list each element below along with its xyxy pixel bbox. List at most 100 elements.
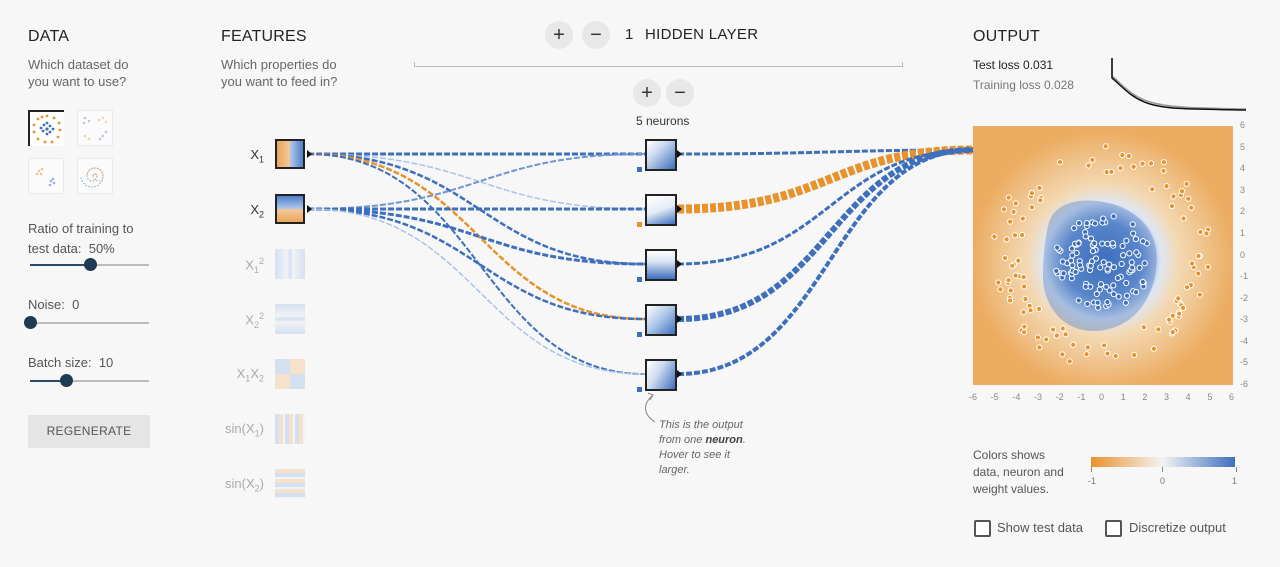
positive-point bbox=[1096, 286, 1103, 293]
feature-sin-x2[interactable] bbox=[275, 469, 305, 499]
add-layer-button[interactable]: + bbox=[545, 21, 573, 49]
negative-point bbox=[1125, 152, 1132, 160]
test-loss-value: 0.031 bbox=[1023, 58, 1054, 72]
negative-point bbox=[1085, 162, 1092, 169]
negative-point bbox=[1021, 329, 1028, 336]
link-x2-n3 bbox=[307, 207, 646, 266]
batch-slider[interactable] bbox=[30, 374, 149, 387]
neuron-1[interactable] bbox=[645, 139, 677, 171]
positive-point bbox=[1084, 300, 1091, 308]
discretize-output-label[interactable]: Discretize output bbox=[1129, 520, 1226, 535]
negative-point bbox=[1028, 204, 1035, 211]
y-tick: -4 bbox=[1240, 335, 1249, 346]
positive-point bbox=[1053, 267, 1060, 274]
y-tick: 4 bbox=[1240, 163, 1246, 174]
y-tick: -5 bbox=[1240, 357, 1249, 368]
negative-point bbox=[1108, 168, 1115, 176]
positive-point bbox=[1054, 244, 1061, 251]
neuron-2-bias[interactable] bbox=[637, 222, 642, 227]
feature-x1-label: X1 bbox=[250, 147, 264, 165]
negative-point bbox=[1197, 228, 1204, 236]
neuron-4[interactable] bbox=[645, 304, 677, 336]
positive-point bbox=[1110, 291, 1117, 298]
x-tick: 6 bbox=[1229, 392, 1235, 402]
dataset-spiral[interactable] bbox=[77, 158, 113, 194]
feature-x1-squared[interactable] bbox=[275, 249, 305, 279]
feature-x2[interactable] bbox=[275, 194, 305, 224]
negative-point bbox=[1169, 329, 1176, 336]
batch-slider-knob[interactable] bbox=[59, 374, 73, 387]
feature-sin-x1[interactable] bbox=[275, 414, 305, 444]
noise-slider-knob[interactable] bbox=[24, 316, 37, 329]
negative-point bbox=[1059, 351, 1066, 358]
discretize-output-checkbox[interactable] bbox=[1105, 520, 1122, 537]
negative-point bbox=[1059, 325, 1066, 332]
positive-point bbox=[1123, 279, 1130, 287]
batch-slider-fill bbox=[30, 380, 66, 382]
dataset-circle[interactable] bbox=[28, 110, 64, 146]
positive-point bbox=[1100, 215, 1107, 222]
show-test-data-checkbox[interactable] bbox=[974, 520, 991, 537]
y-tick: -2 bbox=[1240, 292, 1249, 303]
ratio-slider-fill bbox=[30, 264, 90, 266]
link-x2-n4 bbox=[307, 207, 646, 321]
positive-point bbox=[1082, 233, 1089, 240]
negative-point bbox=[1178, 188, 1186, 195]
neuron-5[interactable] bbox=[645, 359, 677, 391]
neuron-3[interactable] bbox=[645, 249, 677, 281]
spiral-dataset-icon bbox=[80, 167, 104, 188]
feature-x1x2[interactable] bbox=[275, 359, 305, 389]
ratio-slider-knob[interactable] bbox=[83, 258, 97, 271]
remove-layer-button[interactable]: − bbox=[582, 21, 610, 49]
positive-point bbox=[1129, 264, 1136, 271]
ratio-slider[interactable] bbox=[30, 258, 149, 271]
negative-point bbox=[1003, 236, 1010, 243]
positive-point bbox=[1136, 264, 1143, 271]
neurons-count-label: 5 neurons bbox=[636, 114, 690, 128]
negative-point bbox=[1149, 186, 1156, 193]
feature-x2-squared[interactable] bbox=[275, 304, 305, 334]
negative-point bbox=[1021, 323, 1028, 330]
positive-point bbox=[1119, 252, 1127, 259]
regenerate-button[interactable]: REGENERATE bbox=[28, 415, 150, 448]
add-neuron-button[interactable]: + bbox=[633, 79, 661, 107]
positive-point bbox=[1076, 262, 1084, 269]
positive-point bbox=[1139, 238, 1147, 245]
negative-point bbox=[1185, 195, 1192, 202]
neuron-2[interactable] bbox=[645, 194, 677, 226]
neuron-5-bias[interactable] bbox=[637, 387, 642, 392]
y-tick: -1 bbox=[1240, 271, 1249, 282]
positive-point bbox=[1105, 261, 1113, 268]
negative-point bbox=[1049, 326, 1057, 333]
neuron-note: This is the output from one neuron. Hove… bbox=[659, 419, 746, 476]
feature-x1[interactable] bbox=[275, 139, 305, 169]
dataset-gaussian[interactable] bbox=[28, 158, 64, 194]
neuron-1-bias[interactable] bbox=[637, 167, 642, 172]
positive-point bbox=[1126, 250, 1133, 257]
neuron-4-bias[interactable] bbox=[637, 332, 642, 337]
output-heatmap[interactable] bbox=[973, 126, 1233, 385]
negative-point bbox=[1155, 326, 1162, 333]
negative-point bbox=[995, 279, 1002, 286]
link-x1-n3 bbox=[307, 152, 646, 266]
remove-neuron-button[interactable]: − bbox=[666, 79, 694, 107]
negative-point bbox=[1007, 218, 1014, 225]
x-tick: 1 bbox=[1120, 392, 1126, 402]
x-tick: 2 bbox=[1142, 392, 1148, 402]
noise-slider[interactable] bbox=[24, 316, 149, 329]
negative-point bbox=[1027, 307, 1034, 314]
neuron-3-bias[interactable] bbox=[637, 277, 642, 282]
show-test-data-label[interactable]: Show test data bbox=[997, 520, 1083, 535]
negative-point bbox=[1150, 345, 1158, 352]
negative-point bbox=[1012, 272, 1019, 279]
negative-point bbox=[1140, 324, 1147, 331]
positive-point bbox=[1091, 220, 1099, 227]
negative-point bbox=[1163, 183, 1170, 190]
test-loss: Test loss 0.031 bbox=[973, 58, 1054, 72]
positive-point bbox=[1087, 262, 1094, 269]
y-tick: -3 bbox=[1240, 314, 1249, 325]
dataset-xor[interactable] bbox=[77, 110, 113, 146]
x-tick: -5 bbox=[990, 392, 999, 402]
positive-point bbox=[1075, 297, 1082, 304]
negative-point bbox=[1196, 291, 1203, 298]
